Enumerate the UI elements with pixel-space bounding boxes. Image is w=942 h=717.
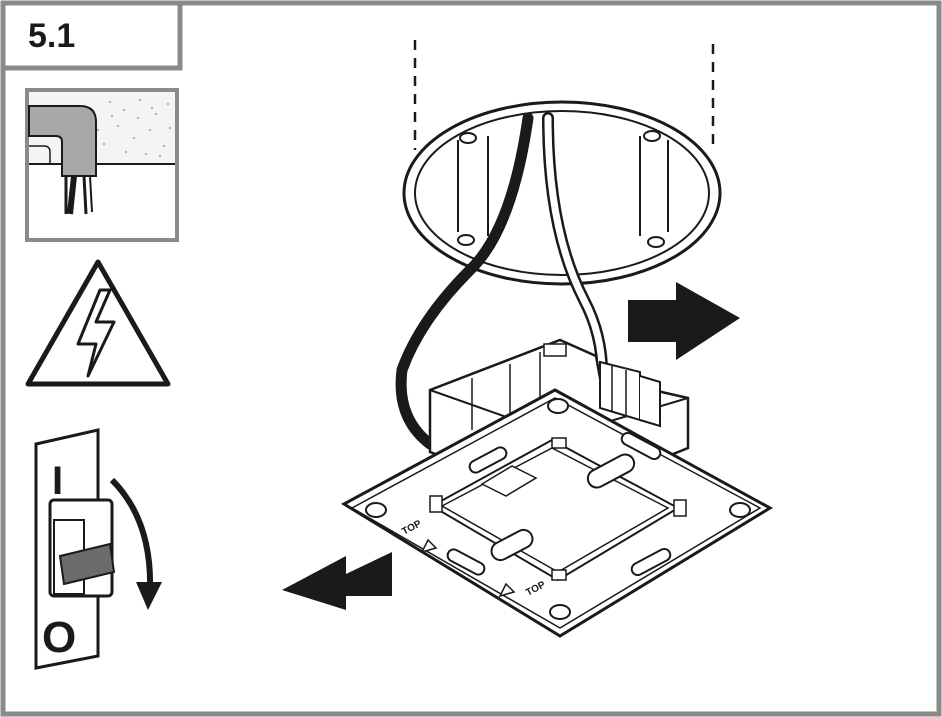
switch-on-label: I xyxy=(52,459,63,503)
step-number: 5.1 xyxy=(28,17,76,55)
high-voltage-warning-icon xyxy=(25,259,171,387)
ceiling-texture xyxy=(97,99,171,157)
step-number-box xyxy=(3,3,183,71)
ceiling-box xyxy=(402,100,722,286)
black-cable xyxy=(395,112,534,450)
insert-arrow-top-icon xyxy=(628,282,740,360)
ceiling-cable-panel xyxy=(25,88,179,242)
mounting-plate xyxy=(340,338,773,638)
switch-lever xyxy=(58,542,116,586)
circuit-breaker-switch: I O xyxy=(34,428,162,670)
white-cable xyxy=(544,114,606,386)
insert-arrow-bottom-icon xyxy=(282,552,392,610)
top-direction-arrows-icon xyxy=(420,538,516,598)
switch-off-arrow-icon xyxy=(109,477,154,591)
switch-off-label: O xyxy=(42,613,76,662)
